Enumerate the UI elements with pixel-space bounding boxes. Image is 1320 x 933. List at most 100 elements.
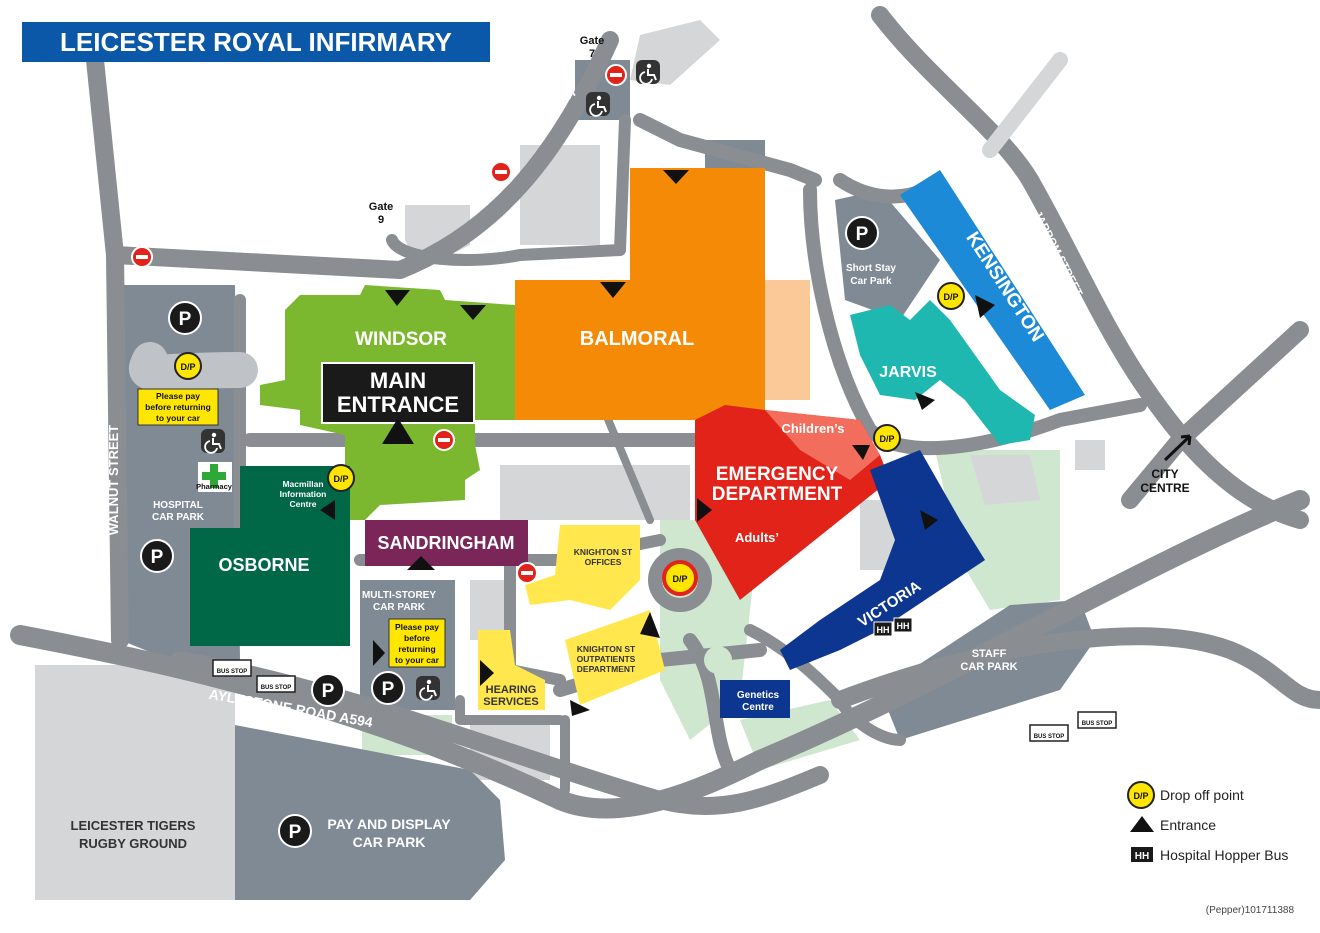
windsor-label: WINDSOR [355, 329, 447, 350]
city-centre-arrow-icon [1163, 434, 1192, 462]
dp-label: D/P [180, 362, 195, 372]
macmillan-label-3: Centre [290, 499, 317, 509]
knighton-offices-label-1: KNIGHTON ST [574, 547, 633, 557]
city-centre-label-1: CITY [1151, 467, 1178, 481]
bus-stop-label: BUS STOP [1082, 721, 1113, 727]
gate-9-label-2: 9 [378, 214, 384, 226]
legend: D/P Drop off point Entrance HH Hospital … [1130, 787, 1288, 863]
sandringham-label: SANDRINGHAM [378, 533, 515, 553]
osborne-building[interactable] [190, 528, 350, 646]
please-pay-notice [137, 388, 219, 426]
dp-label: D/P [333, 474, 348, 484]
please-pay-a-2: before returning [145, 402, 211, 412]
please-pay-b-2: before [404, 633, 430, 643]
bus-stop-label: BUS STOP [217, 669, 248, 675]
hospital-car-park-label-2: CAR PARK [152, 512, 205, 523]
childrens-building[interactable] [765, 410, 880, 480]
main-entrance-building[interactable] [321, 362, 475, 424]
small-roundabout [704, 646, 732, 674]
pay-display-label-1: PAY AND DISPLAY [327, 816, 451, 832]
walnut-street-label: WALNUT STREET [106, 425, 121, 536]
main-entrance-label-2: ENTRANCE [337, 392, 459, 417]
p-letter: P [382, 679, 395, 700]
knighton-outpatients[interactable] [565, 610, 665, 705]
short-stay-label-1: Short Stay [846, 263, 896, 274]
knighton-offices[interactable] [525, 525, 640, 610]
legend-hh-icon [1131, 847, 1153, 862]
gate-7-label-2: 7 [589, 48, 595, 60]
parking-letters: P P P P P P [151, 224, 869, 843]
hearing-services[interactable] [478, 630, 545, 710]
please-pay-b-1: Please pay [395, 622, 439, 632]
macmillan-label-2: Information [280, 489, 327, 499]
genetics-label-1: Genetics [737, 690, 780, 701]
staff-car-park-label-2: CAR PARK [960, 661, 1017, 673]
legend-dp-symbol: D/P [1133, 791, 1148, 801]
knighton-offices-label-2: OFFICES [585, 557, 622, 567]
please-pay-b-3: returning [398, 644, 435, 654]
osborne-label: OSBORNE [218, 555, 309, 575]
kensington-building[interactable] [900, 170, 1085, 410]
macmillan-label-1: Macmillan [282, 479, 323, 489]
multistorey-label-1: MULTI-STOREY [362, 590, 436, 601]
tigers-label-1: LEICESTER TIGERS [71, 818, 196, 833]
p-letter: P [856, 224, 869, 245]
hearing-label-2: SERVICES [483, 696, 538, 708]
genetics-label-2: Centre [742, 702, 774, 713]
short-stay-label-2: Car Park [850, 276, 892, 287]
legend-hopper-label: Hospital Hopper Bus [1160, 847, 1288, 863]
hh-label: HH [897, 621, 910, 631]
jarvis-building[interactable] [850, 300, 1035, 445]
legend-entrance-label: Entrance [1160, 817, 1216, 833]
legend-dropoff-label: Drop off point [1160, 787, 1244, 803]
p-letter: P [179, 309, 192, 330]
jarvis-label: JARVIS [879, 364, 937, 381]
balmoral-building[interactable] [515, 168, 765, 420]
p-letter: P [151, 547, 164, 568]
pay-display-label-2: CAR PARK [353, 834, 426, 850]
dp-label: D/P [879, 434, 894, 444]
genetics-building[interactable] [720, 680, 790, 718]
p-letter: P [289, 822, 302, 843]
title-bar [22, 22, 490, 62]
staff-car-park-label-1: STAFF [972, 648, 1007, 660]
balmoral-extension [765, 280, 810, 400]
legend-entrance-icon [1130, 816, 1154, 832]
please-pay-b-4: to your car [395, 655, 440, 665]
pharmacy-label: Pharmacy [196, 482, 233, 491]
emergency-label-1: EMERGENCY [716, 464, 839, 485]
legend-hh-text: HH [1135, 851, 1149, 862]
knighton-outpatients-label-2: OUTPATIENTS [577, 654, 636, 664]
credit-text: (Pepper)101711388 [1206, 905, 1295, 916]
hearing-label-1: HEARING [486, 684, 537, 696]
sandringham-building[interactable] [365, 520, 528, 566]
pharmacy-cross-icon [202, 464, 226, 488]
buildings [190, 168, 1085, 718]
knighton-outpatients-label-1: KNIGHTON ST [577, 644, 636, 654]
tigers-label-2: RUGBY GROUND [79, 836, 187, 851]
bus-stop-label: BUS STOP [261, 685, 292, 691]
city-centre-label-2: CENTRE [1140, 481, 1189, 495]
hh-icon [873, 621, 893, 637]
entrance-markers [320, 170, 995, 716]
main-entrance-label-1: MAIN [370, 368, 426, 393]
gate-7-label-1: Gate [580, 35, 604, 47]
childrens-label: Children’s [781, 421, 844, 436]
gate-9-label-1: Gate [369, 201, 393, 213]
bus-stop-icons [212, 659, 1117, 742]
page-title: LEICESTER ROYAL INFIRMARY [60, 27, 452, 57]
hh-label: HH [877, 625, 890, 635]
knighton-outpatients-label-3: DEPARTMENT [577, 664, 636, 674]
dp-label: D/P [943, 292, 958, 302]
dp-label: D/P [672, 574, 687, 584]
balmoral-label: BALMORAL [580, 328, 694, 350]
dropoff-icons [174, 282, 1155, 809]
hospital-car-park-label-1: HOSPITAL [153, 500, 203, 511]
hh-icon [893, 617, 913, 633]
adults-label: Adults’ [735, 530, 779, 545]
victoria-building[interactable] [780, 450, 985, 670]
multistorey-label-2: CAR PARK [373, 602, 426, 613]
emergency-label-2: DEPARTMENT [712, 484, 843, 505]
please-pay-a-3: to your car [156, 413, 201, 423]
